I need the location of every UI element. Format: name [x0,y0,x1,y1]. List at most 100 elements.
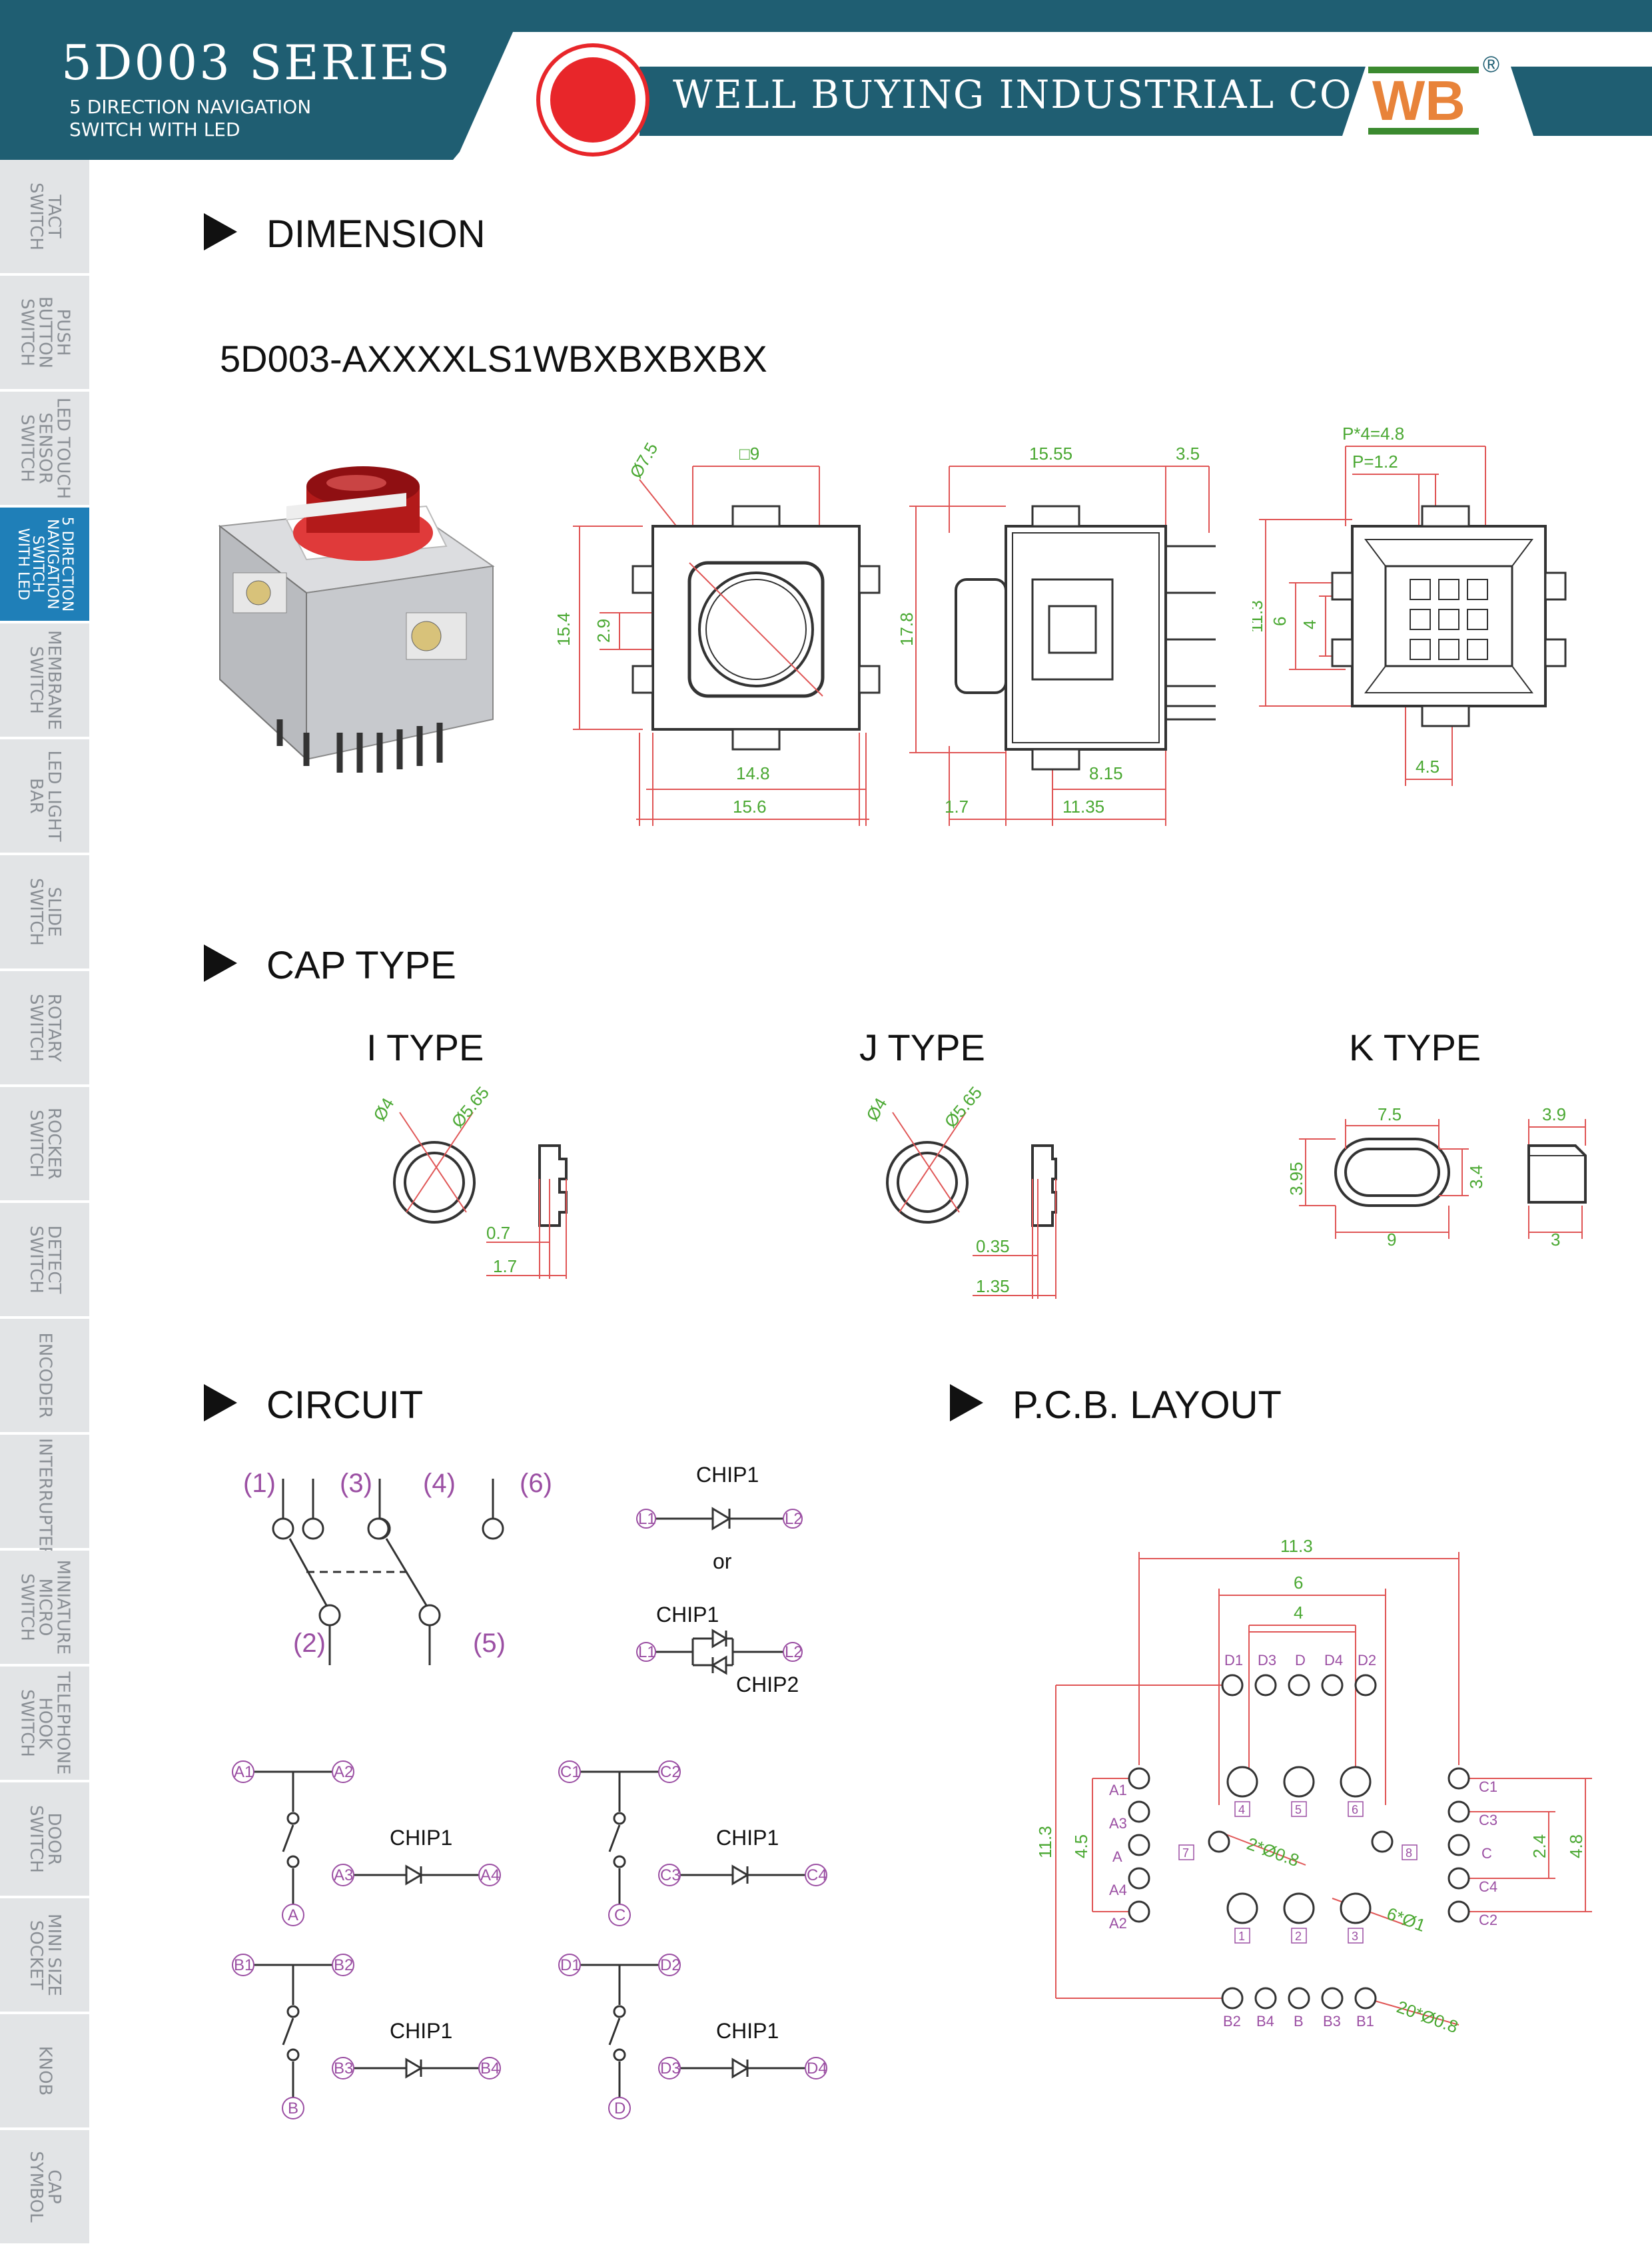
svg-text:CHIP1: CHIP1 [716,1826,779,1850]
svg-text:C4: C4 [807,1866,827,1884]
i-type-title: I TYPE [366,1026,484,1068]
sidebar-item[interactable]: SLIDE SWITCH [0,855,89,971]
sidebar-item[interactable]: INTERRUPTER [0,1435,89,1559]
dimension-marker [204,213,237,250]
svg-text:D: D [614,2099,625,2117]
svg-text:B4: B4 [1256,2013,1274,2030]
svg-text:1.7: 1.7 [493,1256,517,1276]
svg-text:A2: A2 [334,1763,353,1781]
circuit-heading: CIRCUIT [266,1383,424,1427]
led-chip-diagram: L1 L2 L1 L2 CHIP1 or CHIP1 CHIP2 [636,1463,803,1696]
logo-text: WB [1372,69,1465,132]
svg-text:C2: C2 [1479,1912,1497,1928]
svg-text:Ø4: Ø4 [866,1094,891,1124]
product-image [218,466,495,773]
front-view-drawing: Ø7.5 □9 15.4 2.9 14.8 15.6 [554,439,881,826]
svg-text:Ø5.65: Ø5.65 [448,1082,494,1132]
series-title: 5D003 SERIES [61,35,452,91]
svg-text:6*Ø1: 6*Ø1 [1384,1903,1428,1935]
sidebar-item-label: SLIDE SWITCH [26,878,64,946]
header-banner [0,0,1652,160]
svg-text:(4): (4) [423,1469,456,1498]
sidebar-item[interactable]: DOOR SWITCH [0,1782,89,1898]
sidebar-item[interactable]: KNOB [0,2014,89,2130]
sidebar-item[interactable]: MEMBRANE SWITCH [0,623,89,739]
svg-text:2.4: 2.4 [1529,1834,1549,1858]
svg-text:7: 7 [1182,1846,1189,1860]
svg-text:2: 2 [1295,1930,1302,1943]
svg-text:4.5: 4.5 [1071,1834,1091,1858]
sidebar-item-label: DOOR SWITCH [26,1805,64,1873]
svg-text:3.95: 3.95 [1286,1162,1306,1196]
svg-text:P*4=4.8: P*4=4.8 [1342,424,1404,444]
sidebar-item-label: 5 DIRECTION NAVIGATION SWITCH WITH LED [15,516,75,612]
svg-text:1.35: 1.35 [976,1276,1010,1296]
svg-text:B4: B4 [480,2060,500,2077]
svg-text:□9: □9 [739,444,759,464]
svg-text:0.35: 0.35 [976,1236,1010,1256]
dimension-heading: DIMENSION [266,212,486,256]
svg-text:D4: D4 [1324,1652,1343,1669]
svg-text:3.5: 3.5 [1176,444,1200,464]
sidebar-item-label: MINI SIZE SOCKET [26,1914,64,1996]
svg-text:17.8: 17.8 [897,612,917,646]
svg-text:4: 4 [1238,1803,1245,1816]
svg-text:Ø5.65: Ø5.65 [941,1082,987,1132]
svg-text:B2: B2 [334,1956,353,1974]
svg-text:or: or [713,1549,732,1573]
svg-text:2.9: 2.9 [594,619,614,643]
svg-text:15.55: 15.55 [1029,444,1072,464]
bottom-view-drawing: P*4=4.8 P=1.2 11.3 6 4 4.5 [1252,424,1567,786]
sidebar-item-label: INTERRUPTER [35,1438,55,1559]
svg-text:CHIP1: CHIP1 [390,1826,452,1850]
svg-text:A3: A3 [334,1866,353,1884]
svg-text:C1: C1 [1479,1778,1497,1795]
svg-text:1: 1 [1238,1930,1245,1943]
svg-text:D2: D2 [660,1956,681,1974]
sidebar-item[interactable]: LED TOUCH SENSOR SWITCH [0,392,89,508]
svg-text:6: 6 [1270,617,1290,626]
sidebar-item[interactable]: LED LIGHT BAR [0,739,89,855]
sidebar-item-label: KNOB [35,2046,55,2096]
sidebar-item[interactable]: 5 DIRECTION NAVIGATION SWITCH WITH LED [0,508,89,623]
svg-text:2*Ø0.8: 2*Ø0.8 [1244,1833,1302,1870]
svg-text:0.7: 0.7 [486,1223,510,1243]
svg-text:C: C [614,1906,625,1924]
circuit-marker [204,1384,237,1421]
sidebar-item[interactable]: PUSH BUTTON SWITCH [0,276,89,392]
svg-text:D4: D4 [807,2060,827,2077]
sidebar-item[interactable]: ENCODER [0,1319,89,1435]
svg-text:B: B [1294,2013,1304,2030]
svg-text:4: 4 [1300,620,1320,629]
svg-text:7.5: 7.5 [1378,1104,1402,1124]
sidebar-item-label: MEMBRANE SWITCH [26,630,64,730]
sidebar-item[interactable]: TACT SWITCH [0,160,89,276]
svg-text:D3: D3 [660,2060,681,2077]
svg-text:C4: C4 [1479,1878,1497,1895]
svg-text:A2: A2 [1109,1915,1127,1932]
svg-text:C3: C3 [660,1866,681,1884]
sidebar-item[interactable]: CAP SYMBOL [0,2130,89,2246]
svg-text:9: 9 [1387,1230,1396,1250]
sidebar-item[interactable]: MINI SIZE SOCKET [0,1898,89,2014]
wb-logo: WB [1368,67,1479,135]
sidebar-item[interactable]: ROTARY SWITCH [0,971,89,1087]
sidebar-item-label: ROTARY SWITCH [26,993,64,1062]
svg-text:11.35: 11.35 [1062,797,1104,817]
svg-text:C3: C3 [1479,1812,1497,1828]
sidebar-item[interactable]: DETECT SWITCH [0,1203,89,1319]
svg-text:8.15: 8.15 [1089,763,1123,783]
k-type-cap-drawing: 7.5 3.95 3.4 9 3.9 3 [1286,1104,1587,1250]
svg-text:D1: D1 [1224,1652,1243,1669]
svg-text:CHIP1: CHIP1 [390,2019,452,2043]
sidebar-item[interactable]: TELEPHONE HOOK SWITCH [0,1667,89,1782]
svg-text:(6): (6) [520,1469,552,1498]
svg-text:3: 3 [1352,1930,1358,1943]
sidebar-item[interactable]: ROCKER SWITCH [0,1087,89,1203]
svg-text:D3: D3 [1258,1652,1276,1669]
svg-text:D: D [1295,1652,1306,1669]
sidebar-item[interactable]: MINIATURE MICRO SWITCH [0,1551,89,1667]
svg-text:CHIP1: CHIP1 [696,1463,759,1487]
